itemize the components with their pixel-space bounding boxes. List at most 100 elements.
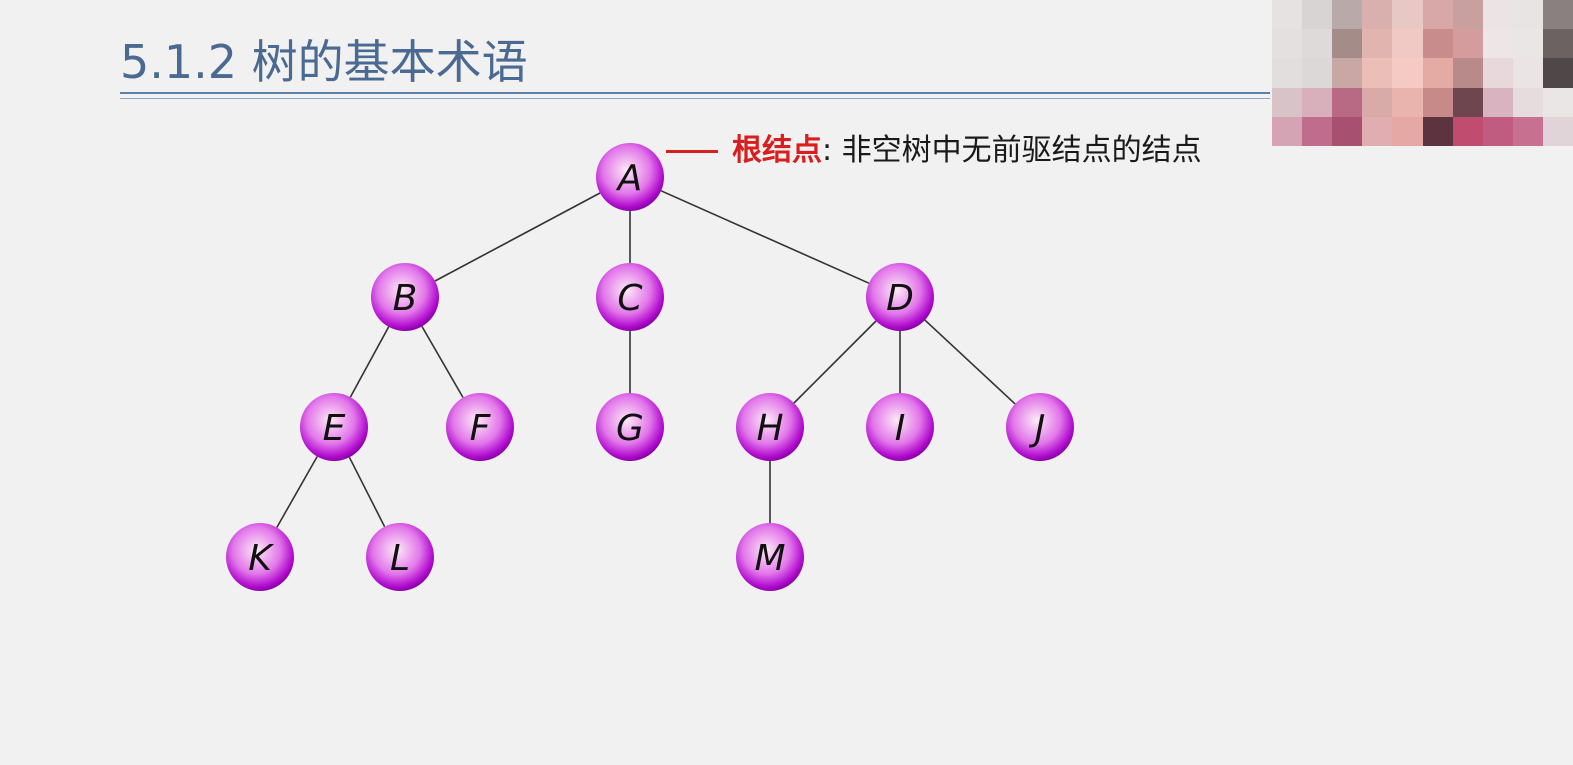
webcam-pixel — [1272, 87, 1303, 117]
node-label-i: I — [895, 408, 906, 449]
webcam-pixel — [1362, 0, 1393, 30]
node-label-l: L — [390, 538, 410, 579]
node-circle-d — [866, 263, 934, 331]
node-circle-c — [596, 263, 664, 331]
webcam-pixel — [1512, 58, 1543, 88]
webcam-pixel — [1482, 87, 1513, 117]
webcam-pixel — [1542, 29, 1573, 59]
webcam-pixel — [1302, 116, 1333, 146]
webcam-pixel — [1332, 116, 1363, 146]
node-circle-i — [866, 393, 934, 461]
edge-e-l — [348, 456, 386, 528]
edge-b-e — [349, 326, 390, 398]
edge-d-h — [793, 320, 877, 404]
node-circle-j — [1006, 393, 1074, 461]
webcam-pixel — [1542, 0, 1573, 30]
root-node-callout: 根结点: 非空树中无前驱结点的结点 — [732, 125, 1202, 169]
webcam-pixel — [1512, 116, 1543, 146]
slide-title: 5.1.2 树的基本术语 — [120, 35, 528, 89]
tree-node-h: H — [736, 393, 804, 461]
webcam-pixel — [1542, 87, 1573, 117]
node-label-h: H — [756, 408, 783, 449]
webcam-pixel — [1332, 87, 1363, 117]
node-label-k: K — [248, 538, 274, 579]
tree-node-f: F — [446, 393, 514, 461]
edge-b-f — [421, 326, 464, 398]
webcam-pixel — [1302, 58, 1333, 88]
webcam-pixel — [1542, 58, 1573, 88]
node-circle-l — [366, 523, 434, 591]
webcam-pixel — [1422, 58, 1453, 88]
node-circle-e — [300, 393, 368, 461]
webcam-pixel — [1482, 116, 1513, 146]
node-label-d: D — [886, 278, 914, 319]
tree-diagram: A B C D E F G H I J K L M — [226, 143, 1074, 591]
tree-node-i: I — [866, 393, 934, 461]
callout-description: 非空树中无前驱结点的结点 — [841, 133, 1202, 168]
webcam-pixel — [1332, 58, 1363, 88]
webcam-pixel — [1392, 58, 1423, 88]
webcam-pixel — [1512, 29, 1543, 59]
webcam-pixel — [1422, 87, 1453, 117]
node-label-g: G — [616, 408, 644, 449]
node-circle-a — [596, 143, 664, 211]
webcam-pixel — [1332, 29, 1363, 59]
webcam-pixel — [1272, 29, 1303, 59]
node-circle-g — [596, 393, 664, 461]
edge-a-d — [660, 190, 870, 284]
tree-node-j: J — [1006, 393, 1074, 461]
edge-e-k — [276, 456, 318, 528]
webcam-pixel — [1272, 116, 1303, 146]
node-label-m: M — [754, 538, 785, 579]
tree-node-a: A — [596, 143, 664, 211]
webcam-pixel — [1392, 87, 1423, 117]
webcam-pixel — [1452, 29, 1483, 59]
webcam-pixel — [1362, 29, 1393, 59]
tree-node-b: B — [371, 263, 439, 331]
webcam-pixel — [1512, 0, 1543, 30]
tree-node-g: G — [596, 393, 664, 461]
node-circle-m — [736, 523, 804, 591]
tree-nodes: A B C D E F G H I J K L M — [226, 143, 1074, 591]
node-label-a: A — [616, 158, 643, 199]
webcam-pixel — [1422, 116, 1453, 146]
webcam-pixel — [1362, 87, 1393, 117]
webcam-pixel — [1512, 87, 1543, 117]
webcam-pixel — [1452, 58, 1483, 88]
webcam-pixel — [1332, 0, 1363, 30]
tree-node-k: K — [226, 523, 294, 591]
tree-node-d: D — [866, 263, 934, 331]
tree-node-c: C — [596, 263, 664, 331]
node-circle-h — [736, 393, 804, 461]
webcam-pixel — [1422, 0, 1453, 30]
webcam-pixel — [1302, 29, 1333, 59]
callout-pointer-line — [666, 150, 718, 153]
webcam-pixel — [1302, 87, 1333, 117]
node-circle-b — [371, 263, 439, 331]
callout-separator: : — [822, 133, 833, 168]
webcam-pixel — [1422, 29, 1453, 59]
webcam-pixel — [1362, 58, 1393, 88]
tree-edges — [276, 190, 1016, 528]
tree-node-m: M — [736, 523, 804, 591]
webcam-pixel — [1272, 58, 1303, 88]
webcam-pixel — [1452, 0, 1483, 30]
webcam-overlay — [1272, 0, 1573, 146]
node-label-f: F — [470, 408, 492, 449]
webcam-pixel — [1272, 0, 1303, 30]
node-circle-f — [446, 393, 514, 461]
title-underline — [120, 92, 1270, 94]
tree-node-e: E — [300, 393, 368, 461]
webcam-pixel — [1302, 0, 1333, 30]
edge-d-j — [924, 319, 1016, 405]
webcam-pixel — [1452, 116, 1483, 146]
node-circle-k — [226, 523, 294, 591]
node-label-e: E — [323, 408, 346, 449]
webcam-pixel — [1482, 29, 1513, 59]
webcam-pixel — [1392, 116, 1423, 146]
webcam-pixel — [1392, 29, 1423, 59]
tree-node-l: L — [366, 523, 434, 591]
title-underline-thin — [120, 98, 1270, 99]
node-label-b: B — [393, 278, 418, 319]
node-label-c: C — [617, 278, 643, 319]
